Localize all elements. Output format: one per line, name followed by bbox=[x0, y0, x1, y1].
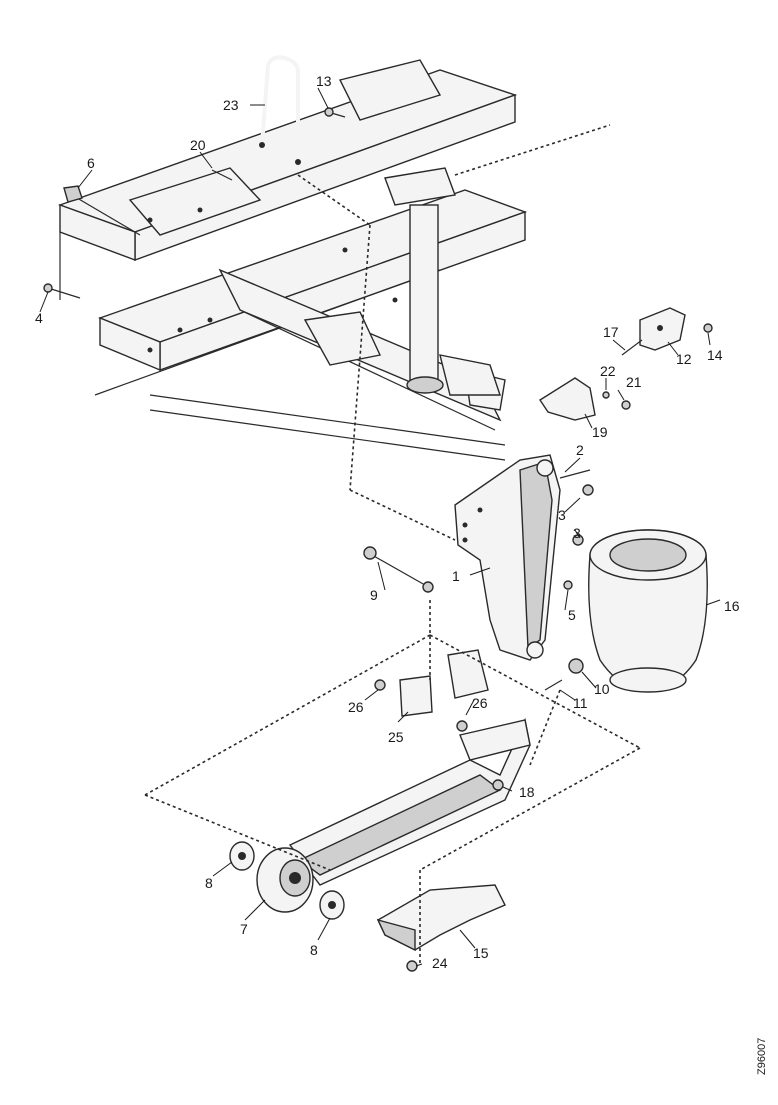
part-13-bolt bbox=[324, 107, 346, 118]
part-6-bolt bbox=[63, 185, 141, 236]
part-4-bolt bbox=[43, 283, 81, 299]
callout-25: 25 bbox=[388, 729, 404, 745]
callout-3-upper: 3 bbox=[558, 507, 566, 523]
part-1-hanger-bracket bbox=[454, 454, 561, 661]
part-23-u-bolt bbox=[259, 55, 301, 165]
chassis-frame bbox=[57, 59, 528, 461]
callout-7: 7 bbox=[240, 921, 248, 937]
document-code: Z96007 bbox=[756, 1038, 768, 1075]
part-24-nut bbox=[406, 960, 418, 972]
part-10-nut bbox=[568, 658, 584, 674]
part-9-long-bolt bbox=[363, 546, 434, 593]
callout-8-right: 8 bbox=[310, 942, 318, 958]
part-19-bracket bbox=[539, 377, 596, 421]
part-11-bolt bbox=[544, 679, 563, 691]
callout-21: 21 bbox=[626, 374, 642, 390]
part-2-bolt bbox=[559, 469, 591, 479]
part-26-bushing-upper bbox=[447, 649, 489, 699]
callout-9: 9 bbox=[370, 587, 378, 603]
callout-23: 23 bbox=[223, 97, 239, 113]
part-26-nut-right bbox=[456, 720, 468, 732]
part-8-washer-left bbox=[229, 841, 255, 871]
callout-3-lower: 3 bbox=[573, 525, 581, 541]
callout-26-right: 26 bbox=[472, 695, 488, 711]
part-15-axle-seat bbox=[376, 884, 506, 952]
callout-18: 18 bbox=[519, 784, 535, 800]
callout-16: 16 bbox=[724, 598, 740, 614]
callout-6: 6 bbox=[87, 155, 95, 171]
callout-20: 20 bbox=[190, 137, 206, 153]
part-17-bolt bbox=[621, 339, 643, 356]
callout-11: 11 bbox=[573, 695, 588, 711]
callout-2: 2 bbox=[576, 442, 584, 458]
callout-15: 15 bbox=[473, 945, 489, 961]
callout-22: 22 bbox=[600, 363, 616, 379]
part-16-air-spring bbox=[588, 529, 708, 693]
callout-26-left: 26 bbox=[348, 699, 364, 715]
part-26-bolt-left bbox=[374, 679, 386, 691]
callout-19: 19 bbox=[592, 424, 608, 440]
vertical-column bbox=[384, 167, 501, 396]
part-14-nut bbox=[703, 323, 713, 333]
callout-1: 1 bbox=[452, 568, 460, 584]
part-3-nut-upper bbox=[582, 484, 594, 496]
callout-13: 13 bbox=[316, 73, 332, 89]
part-18-nut bbox=[492, 779, 504, 791]
leader-lines bbox=[39, 87, 721, 967]
part-21-bolt bbox=[621, 400, 631, 410]
part-7-bushing bbox=[256, 847, 314, 913]
callout-labels: 1 2 3 3 4 5 6 7 8 8 9 10 11 12 13 14 15 … bbox=[35, 73, 740, 971]
part-25-clamp bbox=[399, 675, 433, 717]
callout-4: 4 bbox=[35, 310, 43, 326]
callout-12: 12 bbox=[676, 351, 692, 367]
assembly-lines bbox=[144, 124, 641, 965]
trailing-arm bbox=[288, 717, 531, 886]
part-22-washer bbox=[602, 391, 610, 399]
callout-8-left: 8 bbox=[205, 875, 213, 891]
part-5-nut bbox=[563, 580, 573, 590]
callout-14: 14 bbox=[707, 347, 723, 363]
callout-5: 5 bbox=[568, 607, 576, 623]
callout-17: 17 bbox=[603, 324, 619, 340]
part-12-bracket bbox=[639, 307, 686, 351]
callout-10: 10 bbox=[594, 681, 610, 697]
part-20-bolt bbox=[211, 169, 233, 181]
callout-24: 24 bbox=[432, 955, 448, 971]
part-8-washer-right bbox=[319, 890, 345, 920]
